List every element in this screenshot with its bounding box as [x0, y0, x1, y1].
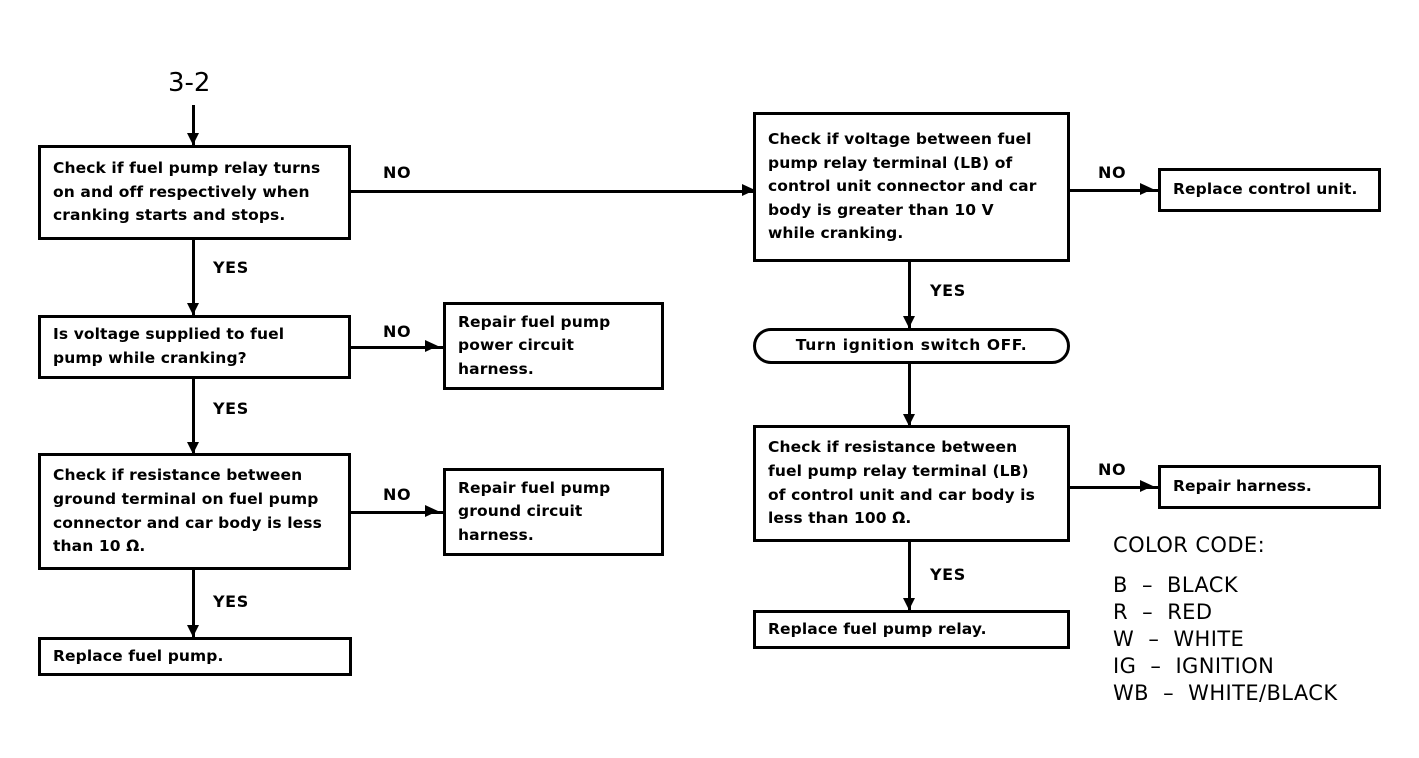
arrowhead-no-5 [1140, 480, 1153, 492]
node-replace-fuel-pump-text: Replace fuel pump. [53, 646, 224, 665]
edge-label-no-3: NO [383, 485, 412, 504]
connector-yes-4 [908, 262, 911, 328]
page-reference-label: 3-2 [168, 68, 211, 98]
node-repair-ground-circuit-text: Repair fuel pump ground circuit harness. [458, 478, 611, 544]
node-check-voltage-relay-terminal-text: Check if voltage between fuel pump relay… [768, 130, 1037, 243]
arrowhead-no-1 [742, 184, 755, 196]
node-replace-fuel-pump-relay-text: Replace fuel pump relay. [768, 619, 987, 638]
color-code-row-w: W – WHITE [1113, 626, 1245, 651]
node-repair-harness[interactable]: Repair harness. [1158, 465, 1381, 509]
color-code-legend-title: COLOR CODE: [1113, 533, 1266, 557]
node-check-relay-resistance[interactable]: Check if resistance between fuel pump re… [753, 425, 1070, 542]
connector-no-2 [351, 346, 445, 349]
color-code-row-wb: WB – WHITE/BLACK [1113, 680, 1338, 705]
connector-no-4 [1070, 189, 1160, 192]
color-code-row-b: B – BLACK [1113, 573, 1239, 597]
node-check-ground-resistance[interactable]: Check if resistance between ground termi… [38, 453, 351, 570]
edge-label-no-1: NO [383, 163, 412, 182]
node-replace-fuel-pump[interactable]: Replace fuel pump. [38, 637, 352, 676]
connector-yes-2 [192, 379, 195, 454]
node-replace-fuel-pump-relay[interactable]: Replace fuel pump relay. [753, 610, 1070, 649]
node-replace-control-unit-text: Replace control unit. [1173, 180, 1358, 199]
connector-ignition-to-resistance [908, 364, 911, 426]
connector-no-3 [351, 511, 445, 514]
color-code-row-ig: IG – IGNITION [1113, 653, 1275, 678]
connector-yes-1 [192, 240, 195, 315]
arrowhead-yes-3 [187, 625, 199, 637]
arrowhead-entry [187, 133, 199, 145]
node-turn-ignition-off-text: Turn ignition switch OFF. [795, 336, 1028, 355]
edge-label-no-5: NO [1098, 460, 1127, 479]
node-voltage-to-pump-text: Is voltage supplied to fuel pump while c… [53, 325, 285, 367]
node-replace-control-unit[interactable]: Replace control unit. [1158, 168, 1381, 212]
arrowhead-ignition-to-resistance [903, 414, 915, 426]
connector-entry [192, 105, 195, 145]
edge-label-no-2: NO [383, 322, 412, 341]
edge-label-yes-5: YES [930, 565, 966, 584]
arrowhead-yes-2 [187, 442, 199, 454]
edge-label-yes-1: YES [213, 258, 249, 277]
connector-no-5 [1070, 486, 1160, 489]
color-code-legend: COLOR CODE: B – BLACK R – RED W – WHITE … [1113, 535, 1338, 706]
arrowhead-no-4 [1140, 183, 1153, 195]
node-check-voltage-relay-terminal[interactable]: Check if voltage between fuel pump relay… [753, 112, 1070, 262]
arrowhead-no-3 [425, 505, 438, 517]
arrowhead-no-2 [425, 340, 438, 352]
edge-label-no-4: NO [1098, 163, 1127, 182]
edge-label-yes-2: YES [213, 399, 249, 418]
node-repair-power-circuit-text: Repair fuel pump power circuit harness. [458, 312, 611, 378]
node-check-relay-on-off-text: Check if fuel pump relay turns on and of… [53, 159, 321, 225]
node-check-relay-resistance-text: Check if resistance between fuel pump re… [768, 438, 1035, 528]
node-repair-power-circuit[interactable]: Repair fuel pump power circuit harness. [443, 302, 664, 390]
edge-label-yes-3: YES [213, 592, 249, 611]
arrowhead-yes-5 [903, 598, 915, 610]
node-repair-harness-text: Repair harness. [1173, 477, 1312, 496]
connector-yes-5 [908, 542, 911, 610]
arrowhead-yes-4 [903, 316, 915, 328]
color-code-row-r: R – RED [1113, 599, 1213, 624]
node-check-ground-resistance-text: Check if resistance between ground termi… [53, 466, 322, 556]
node-voltage-to-pump[interactable]: Is voltage supplied to fuel pump while c… [38, 315, 351, 379]
connector-no-1 [351, 190, 763, 193]
node-repair-ground-circuit[interactable]: Repair fuel pump ground circuit harness. [443, 468, 664, 556]
arrowhead-yes-1 [187, 303, 199, 315]
node-check-relay-on-off[interactable]: Check if fuel pump relay turns on and of… [38, 145, 351, 240]
connector-yes-3 [192, 570, 195, 637]
edge-label-yes-4: YES [930, 281, 966, 300]
node-turn-ignition-off[interactable]: Turn ignition switch OFF. [753, 328, 1070, 364]
